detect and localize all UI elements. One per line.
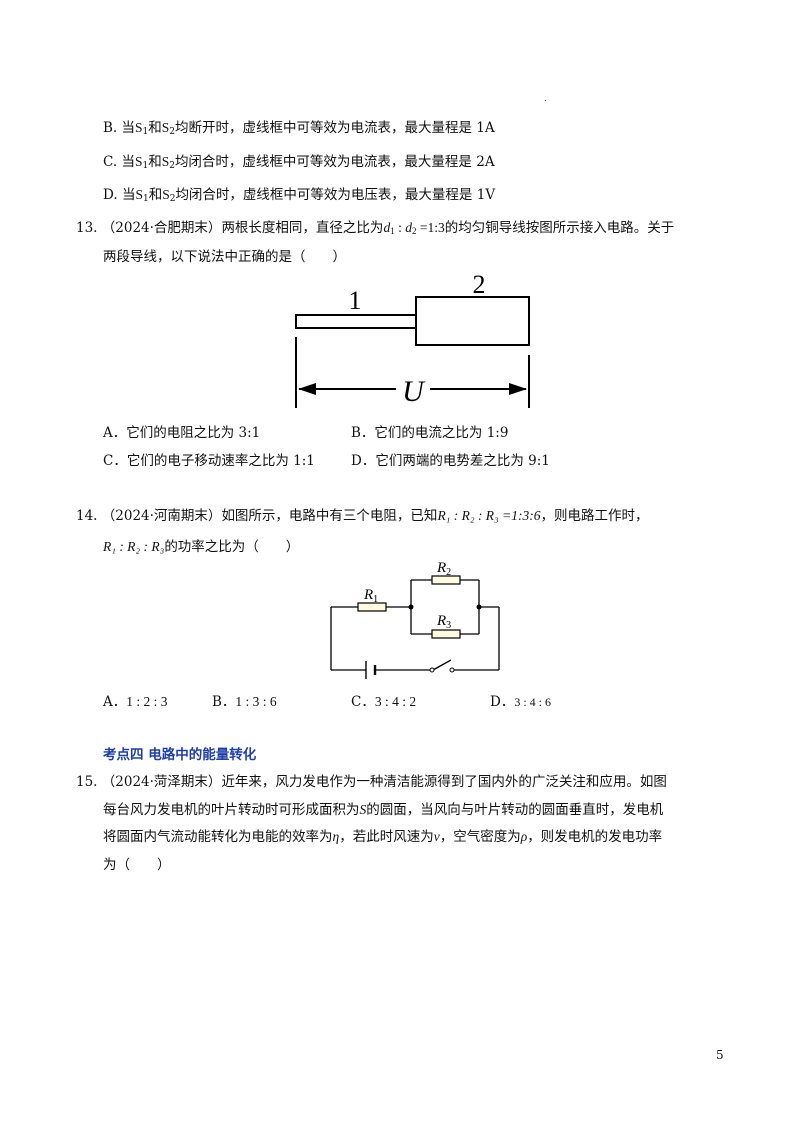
page-number: 5 — [716, 1048, 724, 1062]
switch-blade — [432, 659, 452, 671]
q13-line2: 两段导线，以下说法中正确的是（ ） — [103, 249, 346, 265]
q12-option-c[interactable]: C. 当S1和S2均闭合时，虚线框中可等效为电流表，最大量程是 2A — [103, 154, 495, 171]
q15-line1: 15. （2024·菏泽期末）近年来，风力发电作为一种清洁能源得到了国内外的广泛… — [76, 774, 667, 790]
voltage-u-label: U — [402, 375, 426, 408]
junction-right — [476, 604, 482, 610]
q13-option-c[interactable]: C．它们的电子移动速率之比为 1:1 — [103, 453, 315, 469]
r1-label: R1 — [363, 587, 378, 605]
q14-option-c[interactable]: C．3 : 4 : 2 — [351, 694, 417, 710]
q15-line3: 将圆面内气流动能转化为电能的效率为η，若此时风速为v，空气密度为ρ，则发电机的发… — [103, 829, 663, 845]
q14-option-b[interactable]: B．1 : 3 : 6 — [212, 694, 277, 710]
q13-option-b[interactable]: B．它们的电流之比为 1:9 — [351, 425, 509, 441]
switch-contact-left — [429, 667, 435, 673]
r2-label: R2 — [436, 560, 451, 578]
q15-number: 15. — [76, 774, 98, 790]
q12-option-b[interactable]: B. 当S1和S2均断开时，虚线框中可等效为电流表，最大量程是 1A — [103, 120, 495, 137]
wire-1-label: 1 — [349, 286, 362, 315]
resistor-r3 — [431, 629, 461, 639]
section-heading: 考点四 电路中的能量转化 — [103, 747, 257, 763]
q14-line2: R₁ : R₂ : R₃的功率之比为（ ） — [103, 539, 300, 555]
q13-number: 13. — [76, 220, 98, 236]
voltage-arrow-left-head — [298, 383, 316, 395]
q13-option-a[interactable]: A．它们的电阻之比为 3:1 — [103, 425, 261, 441]
q14-source: （2024·河南期末） — [101, 508, 222, 524]
q13-source: （2024·合肥期末） — [101, 220, 222, 236]
junction-left — [408, 604, 414, 610]
top-mark: . — [544, 94, 547, 103]
q14-option-a[interactable]: A．1 : 2 : 3 — [103, 694, 168, 710]
q15-source: （2024·菏泽期末） — [101, 774, 222, 790]
resistor-r1 — [357, 602, 387, 612]
q14-ratio1: R₁ : R₂ : R₃ =1:3:6 — [437, 508, 541, 523]
q14-number: 14. — [76, 508, 98, 524]
voltage-arrow-right-head — [509, 383, 527, 395]
q13-option-d[interactable]: D．它们两端的电势差之比为 9:1 — [351, 453, 550, 469]
switch-contact-right — [449, 667, 455, 673]
wire-2-label: 2 — [473, 270, 486, 299]
q14-circuit-figure: R1 R2 R3 — [330, 560, 500, 679]
q12-option-d[interactable]: D. 当S1和S2均闭合时，虚线框中可等效为电压表，最大量程是 1V — [103, 187, 496, 204]
q15-line4: 为（ ） — [103, 857, 171, 873]
wire-2 — [415, 296, 530, 346]
q14-line1: 14. （2024·河南期末）如图所示，电路中有三个电阻，已知R₁ : R₂ :… — [76, 508, 649, 524]
q13-wire-figure: 1 2 U — [295, 270, 530, 408]
q14-ratio2: R₁ : R₂ : R₃ — [103, 539, 165, 554]
q14-option-d[interactable]: D．3 : 4 : 6 — [490, 694, 551, 710]
resistor-r2 — [431, 575, 461, 585]
q15-line2: 每台风力发电机的叶片转动时可形成面积为S的圆面，当风向与叶片转动的圆面垂直时，发… — [103, 802, 664, 818]
r3-label: R3 — [436, 613, 451, 631]
q13-line1: 13. （2024·合肥期末）两根长度相同，直径之比为d1 : d2 =1:3的… — [76, 220, 675, 236]
